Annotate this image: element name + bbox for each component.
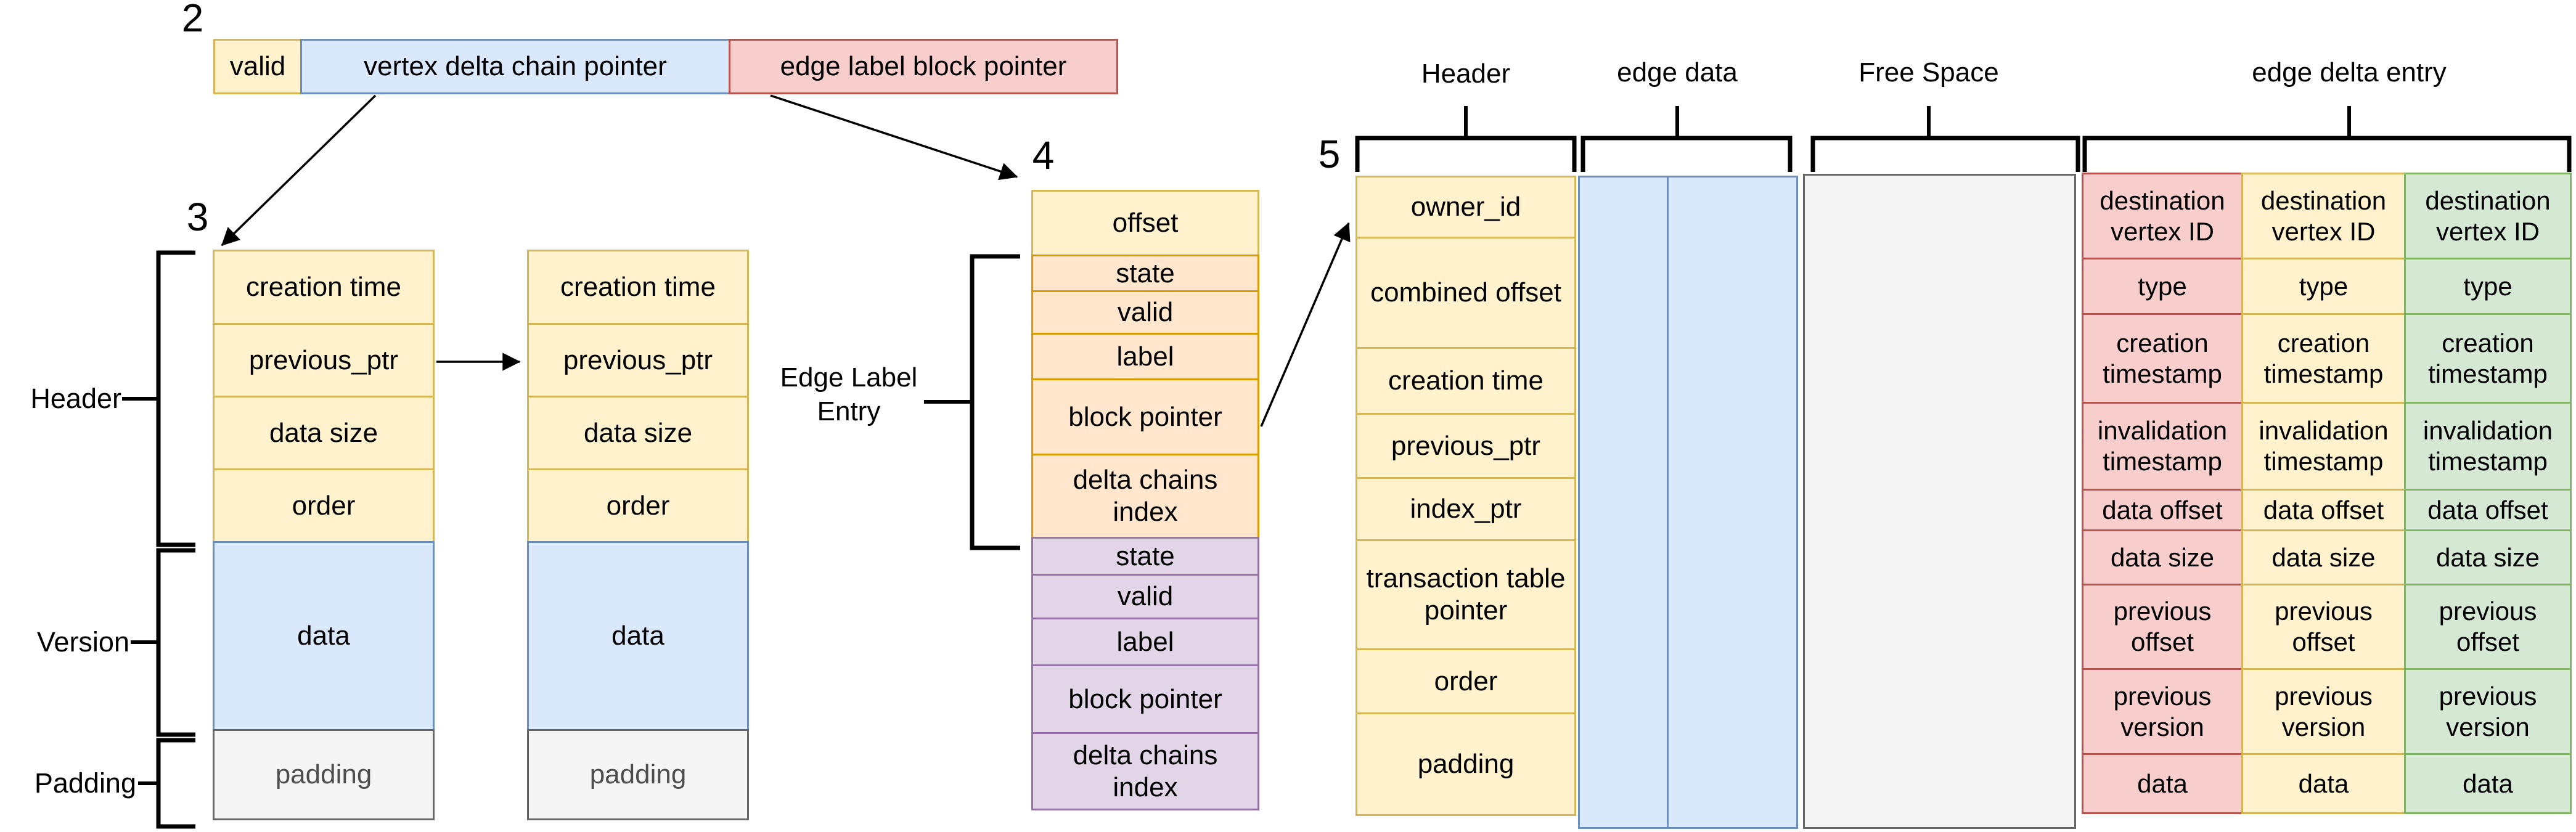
cell-data: data	[527, 541, 749, 731]
cell-previous-ptr: previous_ptr	[213, 323, 435, 398]
edge-delta-entry-3: destination vertex ID type creation time…	[2404, 173, 2572, 814]
bracket-edge-label-entry	[970, 254, 1020, 550]
cell-data: data	[2082, 753, 2243, 814]
bracket-edge-delta-entry	[2082, 136, 2572, 172]
arrow-to-edge-label-block	[770, 94, 1018, 181]
cell-invalidation-timestamp: invalidation timestamp	[2082, 402, 2243, 491]
cell-data-size: data size	[2241, 529, 2406, 585]
cell-order: order	[213, 468, 435, 543]
cell-valid: valid	[1031, 290, 1259, 335]
cell-data-size: data size	[527, 396, 749, 470]
vertex-delta-block-1: creation time previous_ptr data size ord…	[213, 250, 435, 820]
structure2-number: 2	[181, 0, 204, 40]
cell-block-pointer: block pointer	[1031, 664, 1259, 734]
cell-creation-time: creation time	[1355, 347, 1576, 415]
cell-type: type	[2241, 258, 2406, 315]
cell-label: label	[1031, 618, 1259, 666]
cell-padding: padding	[213, 729, 435, 820]
cell-data-offset: data offset	[2082, 489, 2243, 531]
bracket-padding	[156, 738, 195, 829]
cell-state: state	[1031, 537, 1259, 576]
label-edge-data: edge data	[1617, 57, 1738, 88]
cell-data-size: data size	[2404, 529, 2572, 585]
edge-delta-entry-2: destination vertex ID type creation time…	[2241, 173, 2406, 814]
label-free-space: Free Space	[1858, 57, 1999, 88]
cell-data-size: data size	[2082, 529, 2243, 585]
edge-data-cell	[1578, 176, 1669, 829]
bracket-header	[156, 250, 195, 547]
bracket-free-space	[1810, 136, 2080, 172]
cell-delta-chains-index: delta chains index	[1031, 454, 1259, 539]
cell-valid: valid	[213, 39, 302, 94]
label-edge-label-entry: Edge Label Entry	[780, 362, 918, 426]
label-padding: Padding	[34, 767, 136, 799]
cell-type: type	[2082, 258, 2243, 315]
structure3-number: 3	[186, 195, 209, 239]
cell-order: order	[1355, 648, 1576, 714]
edge-data-cell	[1667, 176, 1798, 829]
cell-data: data	[213, 541, 435, 731]
bracket-edge-data	[1580, 136, 1793, 172]
edge-data-cells	[1578, 176, 1798, 829]
cell-destination-vertex-id: destination vertex ID	[2241, 173, 2406, 259]
arrow-to-edge-block	[1260, 222, 1351, 427]
cell-vertex-delta-chain-pointer: vertex delta chain pointer	[300, 39, 730, 94]
cell-padding: padding	[527, 729, 749, 820]
cell-data-offset: data offset	[2404, 489, 2572, 531]
cell-state: state	[1031, 255, 1259, 292]
edge-delta-entry-1: destination vertex ID type creation time…	[2082, 173, 2243, 814]
cell-valid: valid	[1031, 574, 1259, 619]
cell-combined-offset: combined offset	[1355, 237, 1576, 349]
edge-label-block: offset state valid label block pointer d…	[1031, 190, 1259, 810]
cell-previous-offset: previous offset	[2082, 584, 2243, 670]
cell-invalidation-timestamp: invalidation timestamp	[2241, 402, 2406, 491]
label-header5: Header	[1421, 59, 1511, 89]
structure5-number: 5	[1318, 132, 1341, 176]
cell-creation-timestamp: creation timestamp	[2082, 313, 2243, 404]
cell-destination-vertex-id: destination vertex ID	[2082, 173, 2243, 259]
cell-block-pointer: block pointer	[1031, 378, 1259, 455]
cell-previous-version: previous version	[2404, 668, 2572, 755]
cell-previous-offset: previous offset	[2241, 584, 2406, 670]
cell-destination-vertex-id: destination vertex ID	[2404, 173, 2572, 259]
cell-data: data	[2241, 753, 2406, 814]
cell-previous-ptr: previous_ptr	[527, 323, 749, 398]
label-version: Version	[36, 626, 129, 658]
cell-previous-ptr: previous_ptr	[1355, 413, 1576, 479]
cell-owner-id: owner_id	[1355, 176, 1576, 239]
cell-creation-timestamp: creation timestamp	[2404, 313, 2572, 404]
arrow-to-vertex-delta-block	[221, 94, 377, 247]
cell-data-offset: data offset	[2241, 489, 2406, 531]
bracket-version	[156, 548, 195, 737]
structure4-number: 4	[1032, 133, 1055, 177]
cell-offset: offset	[1031, 190, 1259, 256]
cell-data-size: data size	[213, 396, 435, 470]
cell-previous-version: previous version	[2082, 668, 2243, 755]
cell-edge-label-block-pointer: edge label block pointer	[729, 39, 1118, 94]
cell-padding: padding	[1355, 712, 1576, 816]
cell-label: label	[1031, 333, 1259, 380]
edge-block-header: owner_id combined offset creation time p…	[1355, 176, 1576, 816]
cell-transaction-table-pointer: transaction table pointer	[1355, 539, 1576, 650]
cell-creation-time: creation time	[527, 250, 749, 325]
cell-data: data	[2404, 753, 2572, 814]
label-header: Header	[30, 383, 121, 414]
vertex-index-entry-bar: valid vertex delta chain pointer edge la…	[213, 39, 1118, 94]
cell-order: order	[527, 468, 749, 543]
cell-invalidation-timestamp: invalidation timestamp	[2404, 402, 2572, 491]
label-edge-delta-entry: edge delta entry	[2252, 57, 2447, 88]
cell-type: type	[2404, 258, 2572, 315]
cell-creation-timestamp: creation timestamp	[2241, 313, 2406, 404]
cell-previous-version: previous version	[2241, 668, 2406, 755]
cell-creation-time: creation time	[213, 250, 435, 325]
cell-index-ptr: index_ptr	[1355, 477, 1576, 541]
cell-previous-offset: previous offset	[2404, 584, 2572, 670]
bracket-header5	[1355, 136, 1577, 172]
cell-delta-chains-index: delta chains index	[1031, 732, 1259, 810]
vertex-delta-block-2: creation time previous_ptr data size ord…	[527, 250, 749, 820]
free-space-region	[1803, 174, 2076, 829]
